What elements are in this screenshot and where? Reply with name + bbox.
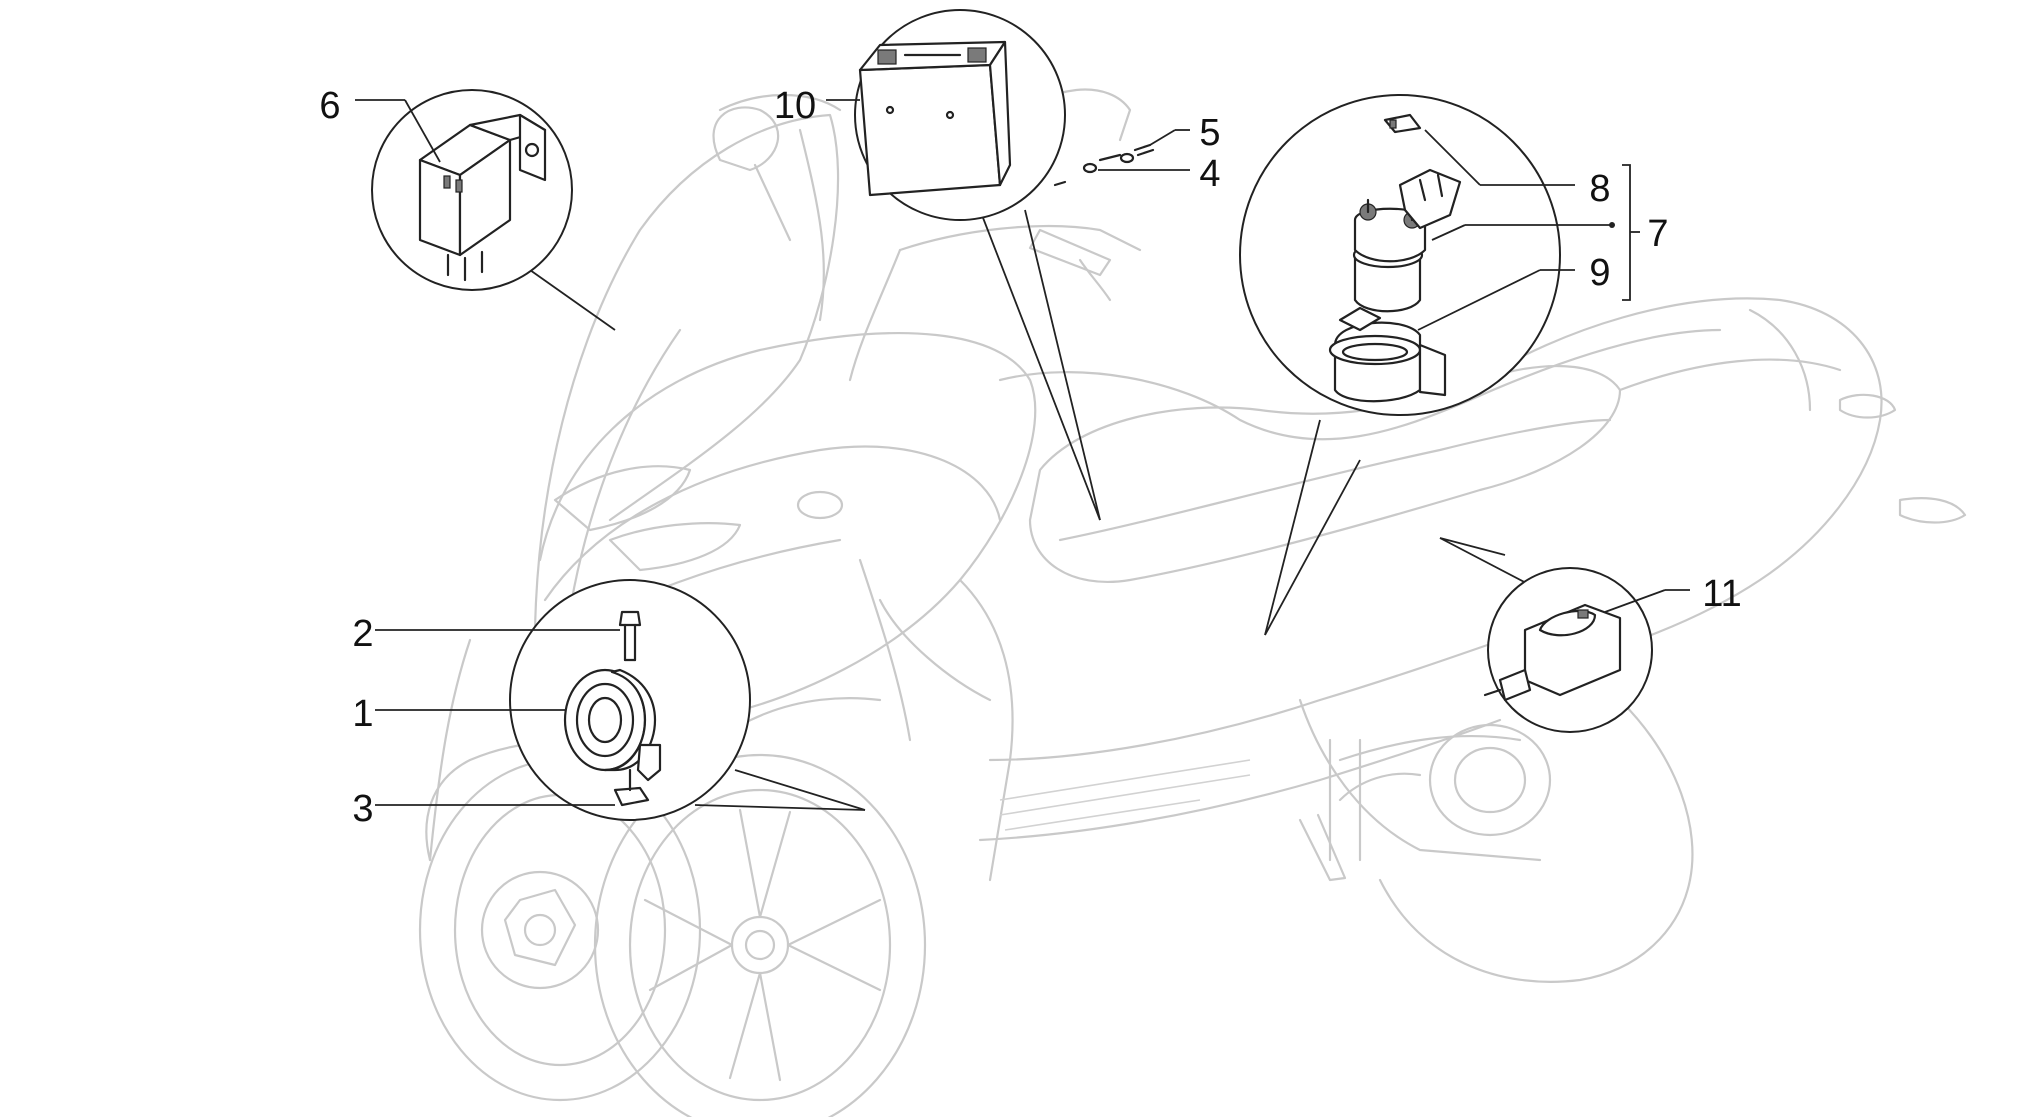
part-label-1: 1 bbox=[352, 693, 373, 735]
part-label-9: 9 bbox=[1589, 252, 1610, 294]
part-label-10: 10 bbox=[774, 85, 816, 127]
bracket-7-9 bbox=[1622, 164, 1631, 301]
screw-and-washer bbox=[1053, 143, 1155, 187]
callout-sensor bbox=[1439, 537, 1653, 733]
callout-starter-relay bbox=[1239, 94, 1561, 636]
callout-battery bbox=[854, 9, 1101, 521]
callout-horn bbox=[509, 579, 866, 821]
leader-8 bbox=[1424, 129, 1481, 186]
leader-7-dot bbox=[1609, 222, 1615, 228]
leader-9 bbox=[1417, 269, 1541, 331]
part-label-6: 6 bbox=[319, 85, 340, 127]
part-label-2: 2 bbox=[352, 613, 373, 655]
part-label-11: 11 bbox=[1702, 573, 1741, 615]
part-label-7: 7 bbox=[1647, 213, 1668, 255]
part-label-8: 8 bbox=[1589, 168, 1610, 210]
scooter-outline bbox=[418, 88, 1967, 1117]
callout-relay bbox=[371, 89, 616, 331]
part-label-3: 3 bbox=[352, 788, 373, 830]
leader-5 bbox=[1149, 129, 1176, 146]
leader-6-diag bbox=[404, 99, 441, 163]
leader-7 bbox=[1431, 224, 1466, 241]
part-label-4: 4 bbox=[1199, 153, 1220, 195]
leader-11 bbox=[1604, 589, 1666, 613]
part-label-5: 5 bbox=[1199, 112, 1220, 154]
